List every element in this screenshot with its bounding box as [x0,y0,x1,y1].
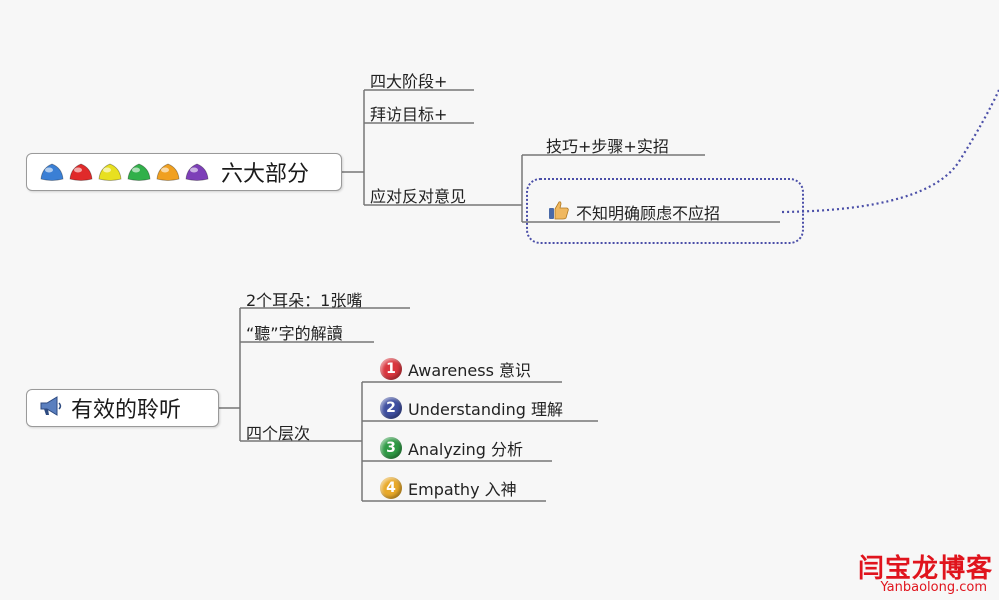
gem-icon [40,163,64,181]
level-item[interactable]: 3 Analyzing 分析 [380,436,523,460]
megaphone-icon [39,395,63,421]
level-item[interactable]: 4 Empathy 入神 [380,476,517,500]
gem-icons [39,162,213,182]
level-label: Understanding 理解 [408,400,563,419]
watermark-title: 闫宝龙博客 [857,554,993,584]
thumbs-up-icon [548,200,570,224]
level-item[interactable]: 1 Awareness 意识 [380,357,531,381]
highlight-boundary [526,178,804,244]
branch-visit-goals[interactable]: 拜访目标+ [370,105,448,124]
gem-icon [127,163,151,181]
level-label: Empathy 入神 [408,480,517,499]
branch-four-stages[interactable]: 四大阶段+ [370,72,448,91]
level-item[interactable]: 2 Understanding 理解 [380,396,563,420]
central-node-six-parts[interactable]: 六大部分 [26,153,342,191]
level-label: Analyzing 分析 [408,440,524,459]
branch-listen-character[interactable]: “聽”字的解讀 [246,324,343,343]
central-node-label: 有效的聆听 [71,398,182,423]
gem-icon [98,163,122,181]
sub-branch-label: 不知明确顾虑不应招 [576,204,721,223]
branch-handle-objections[interactable]: 应对反对意见 [370,187,467,206]
level-label: Awareness 意识 [408,361,532,380]
number-1-icon: 1 [380,358,402,380]
watermark-url: Yanbaolong.com [880,580,987,595]
number-3-icon: 3 [380,437,402,459]
branch-four-levels[interactable]: 四个层次 [246,424,311,443]
number-2-icon: 2 [380,397,402,419]
branch-ears-mouth[interactable]: 2个耳朵：1张嘴 [246,291,363,310]
sub-branch-unclear-concerns[interactable]: 不知明确顾虑不应招 [548,200,720,224]
gem-icon [185,163,209,181]
gem-icon [69,163,93,181]
central-node-effective-listening[interactable]: 有效的聆听 [26,389,219,427]
gem-icon [156,163,180,181]
central-node-label: 六大部分 [221,162,310,187]
sub-branch-skills-steps[interactable]: 技巧+步骤+实招 [546,137,669,156]
number-4-icon: 4 [380,477,402,499]
